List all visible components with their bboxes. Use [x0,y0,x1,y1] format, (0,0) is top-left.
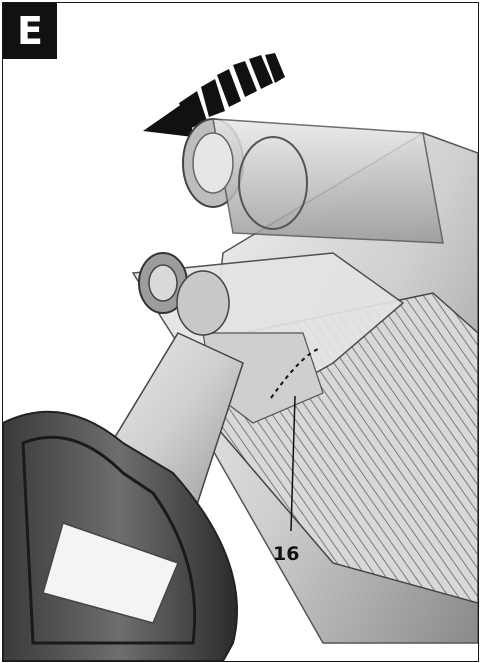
figure-label-badge: E [3,3,57,59]
callout-label-16: 16 [273,543,300,565]
device-illustration [3,53,478,661]
rotation-arrow-icon [143,53,285,137]
callout-leader-line [290,395,296,532]
